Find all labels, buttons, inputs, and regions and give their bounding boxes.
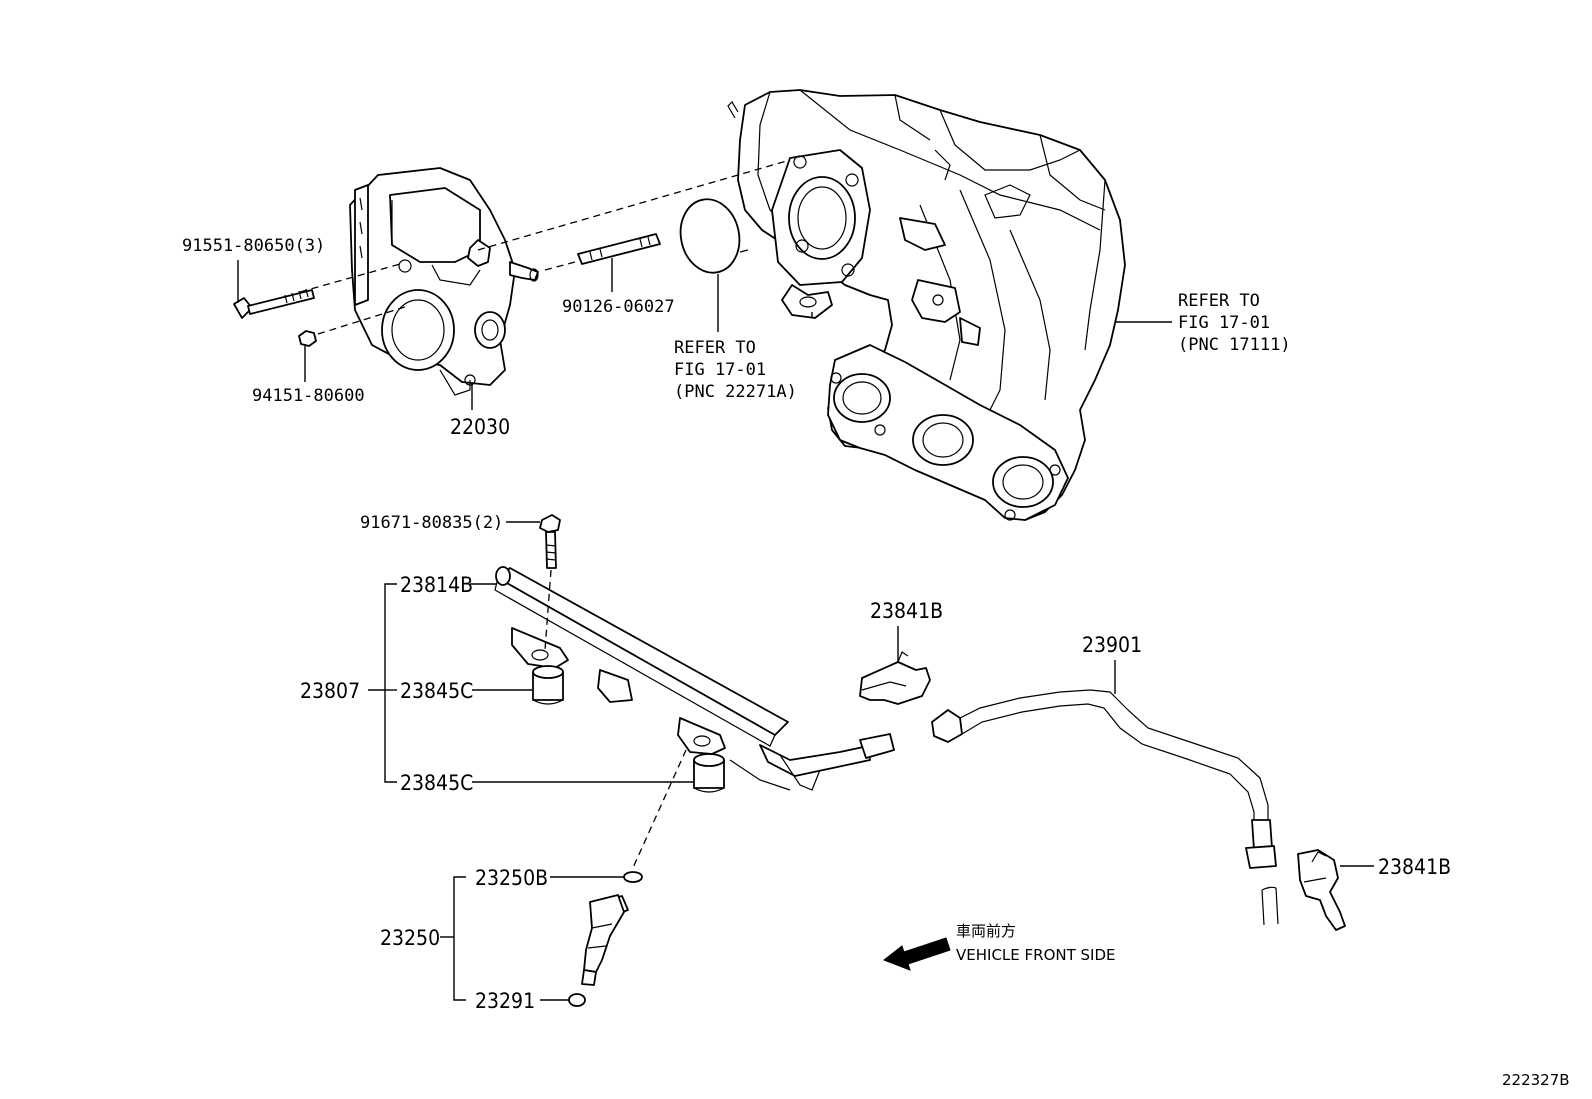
- label-23845C-lower: 23845C: [400, 771, 473, 795]
- gasket-reference: REFER TO FIG 17-01 (PNC 22271A): [674, 338, 797, 402]
- label-23901: 23901: [1082, 633, 1142, 657]
- gasket-ref-line2: FIG 17-01: [674, 360, 766, 380]
- diagram-id: 222327B: [1502, 1071, 1570, 1089]
- stud-90126: [577, 233, 661, 265]
- gasket-ring: [679, 198, 749, 274]
- label-90126: 90126-06027: [562, 297, 675, 317]
- intake-manifold: [727, 89, 1126, 521]
- label-23250B: 23250B: [475, 866, 548, 890]
- label-94151: 94151-80600: [252, 386, 365, 406]
- fuel-injector: [568, 871, 643, 1007]
- gasket-ref-line1: REFER TO: [674, 338, 756, 358]
- align-line-rail-bolt: [544, 569, 552, 651]
- fuel-hose-23901: [931, 689, 1279, 926]
- label-23250: 23250: [380, 926, 440, 950]
- vehicle-front-arrow-icon: [882, 937, 951, 971]
- direction-label-en: VEHICLE FRONT SIDE: [956, 946, 1116, 964]
- gasket-ref-line3: (PNC 22271A): [674, 382, 797, 402]
- label-23807: 23807: [300, 679, 360, 703]
- label-23841B-lower: 23841B: [1378, 855, 1451, 879]
- manifold-ref-line1: REFER TO: [1178, 291, 1260, 311]
- label-22030: 22030: [450, 415, 510, 439]
- manifold-ref-line2: FIG 17-01: [1178, 313, 1270, 333]
- label-91671: 91671-80835(2): [360, 513, 503, 533]
- throttle-body: [349, 167, 539, 396]
- label-23291: 23291: [475, 989, 535, 1013]
- label-91551: 91551-80650(3): [182, 236, 325, 256]
- align-line-2: [477, 159, 791, 251]
- clip-23841B-upper: [859, 651, 931, 705]
- grommet-23845C-upper: [532, 665, 564, 705]
- align-line-1: [299, 263, 401, 293]
- bracket-23250: [453, 876, 466, 1001]
- align-line-injector: [631, 749, 687, 871]
- nut-94151: [298, 330, 317, 347]
- label-23845C-upper: 23845C: [400, 679, 473, 703]
- bolt-91671: [539, 514, 561, 569]
- clip-23841B-lower: [1297, 849, 1346, 931]
- fuel-rail: [494, 566, 895, 791]
- manifold-reference: REFER TO FIG 17-01 (PNC 17111): [1178, 291, 1291, 355]
- direction-label-jp: 車両前方: [956, 922, 1016, 940]
- manifold-ref-line3: (PNC 17111): [1178, 335, 1291, 355]
- grommet-23845C-lower: [693, 753, 725, 793]
- bracket-23807: [384, 583, 397, 783]
- bolt-91551: [233, 288, 315, 319]
- align-line-3: [317, 305, 409, 335]
- label-23814B: 23814B: [400, 573, 473, 597]
- label-23841B-upper: 23841B: [870, 599, 943, 623]
